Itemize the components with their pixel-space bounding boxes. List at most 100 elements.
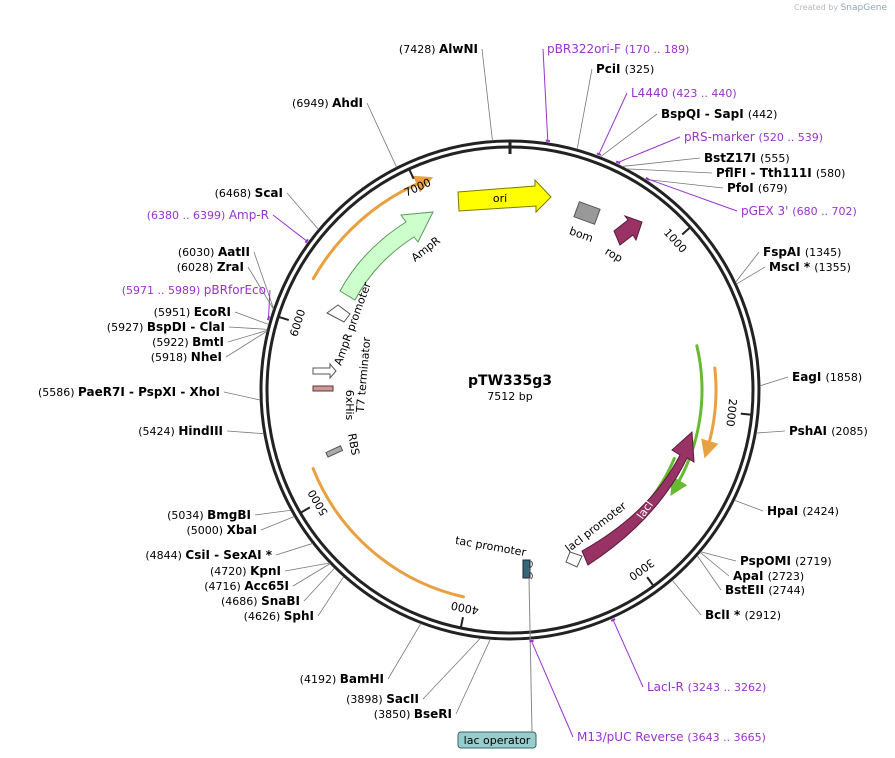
enzyme-ecori[interactable]: (5951) EcoRI	[154, 305, 231, 319]
feature-bom[interactable]	[573, 201, 601, 225]
primer-amp-r[interactable]: (6380 .. 6399) Amp-R	[147, 208, 269, 222]
enzyme-pflfi-tth111i[interactable]: PflFI - Tth111I (580)	[716, 166, 845, 180]
leader-pfoi	[644, 178, 724, 189]
enzyme-coord: (6028)	[177, 261, 217, 274]
primer-laci-r[interactable]: LacI-R (3243 .. 3262)	[647, 680, 766, 694]
feature-ampr-promoter[interactable]	[326, 304, 351, 323]
enzyme-bseri[interactable]: (3850) BseRI	[374, 707, 452, 721]
enzyme-sacii[interactable]: (3898) SacII	[346, 692, 419, 706]
enzyme-pspomi[interactable]: PspOMI (2719)	[740, 554, 832, 568]
feature-tac-promoter-label: tac promoter	[454, 534, 527, 559]
enzyme-nhei[interactable]: (5918) NheI	[151, 350, 222, 364]
leader-kpni	[284, 562, 330, 572]
enzyme-coord: (580)	[816, 167, 846, 180]
enzyme-zrai[interactable]: (6028) ZraI	[177, 260, 244, 274]
tick-label-7000: 7000	[402, 176, 433, 199]
tick-mark-5000	[299, 506, 311, 515]
orf-arc-lower-left	[311, 467, 466, 599]
enzyme-bspdi-clai[interactable]: (5927) BspDI - ClaI	[107, 320, 225, 334]
feature-laci-arrow[interactable]	[581, 430, 695, 566]
enzyme-scai[interactable]: (6468) ScaI	[215, 186, 283, 200]
primer-m13-puc-reverse[interactable]: M13/pUC Reverse (3643 .. 3665)	[577, 730, 766, 744]
enzyme-coord: (325)	[625, 63, 655, 76]
feature-rbs[interactable]	[325, 445, 344, 458]
enzyme-coord: (4720)	[210, 565, 250, 578]
enzyme-name: BseRI	[414, 707, 452, 721]
feature-laci-promoter[interactable]	[565, 551, 583, 568]
primer-prs-marker[interactable]: pRS-marker (520 .. 539)	[684, 130, 823, 144]
primer-pbrforeco[interactable]: (5971 .. 5989) pBRforEco	[122, 283, 266, 297]
feature-6xhis[interactable]	[312, 385, 334, 392]
tick-mark-1000	[681, 225, 692, 236]
leader-bcli	[671, 579, 702, 616]
orf-arc-right-green	[670, 344, 704, 496]
feature-rop[interactable]	[613, 214, 643, 246]
primer-name: pBRforEco	[204, 283, 266, 297]
feature-t7-terminator[interactable]	[312, 362, 337, 380]
tick-mark-6000	[277, 315, 290, 322]
enzyme-coord: (442)	[748, 108, 778, 121]
enzyme-coord: (4626)	[244, 610, 284, 623]
feature-lac-operator-box[interactable]	[457, 731, 537, 749]
feature-ampr-arrow[interactable]	[339, 211, 434, 301]
enzyme-coord: (5927)	[107, 321, 147, 334]
primer-name: pGEX 3'	[741, 204, 792, 218]
enzyme-ahdi[interactable]: (6949) AhdI	[292, 96, 363, 110]
primer-range: (423 .. 440)	[672, 87, 737, 100]
enzyme-sphi[interactable]: (4626) SphI	[244, 609, 314, 623]
enzyme-bmgbi[interactable]: (5034) BmgBI	[167, 508, 251, 522]
enzyme-kpni[interactable]: (4720) KpnI	[210, 564, 281, 578]
enzyme-coord: (5000)	[187, 524, 227, 537]
enzyme-bspqi-sapi[interactable]: BspQI - SapI (442)	[661, 107, 777, 121]
enzyme-coord: (4192)	[300, 673, 340, 686]
enzyme-aatii[interactable]: (6030) AatII	[178, 245, 250, 259]
enzyme-name: HindIII	[178, 424, 223, 438]
primer-range: (520 .. 539)	[759, 131, 824, 144]
enzyme-pcii[interactable]: PciI (325)	[596, 62, 654, 76]
leader-xbai	[260, 516, 295, 531]
enzyme-bamhi[interactable]: (4192) BamHI	[300, 672, 384, 686]
primer-leader-l4440	[598, 92, 628, 155]
enzyme-hindiii[interactable]: (5424) HindIII	[138, 424, 223, 438]
enzyme-xbai[interactable]: (5000) XbaI	[187, 523, 257, 537]
leader-bsteii	[696, 555, 722, 591]
enzyme-pfoi[interactable]: PfoI (679)	[727, 181, 788, 195]
enzyme-fspai[interactable]: FspAI (1345)	[763, 245, 841, 259]
enzyme-name: AhdI	[332, 96, 363, 110]
leader-ahdi	[366, 102, 397, 168]
enzyme-bsteii[interactable]: BstEII (2744)	[725, 583, 805, 597]
enzyme-coord: (2912)	[744, 609, 781, 622]
primer-leader-m13-puc-reverse	[531, 640, 574, 738]
primer-pbr322ori-f[interactable]: pBR322ori-F (170 .. 189)	[547, 42, 689, 56]
enzyme-bstz17i[interactable]: BstZ17I (555)	[704, 151, 790, 165]
enzyme-coord: (5424)	[138, 425, 178, 438]
enzyme-coord: (3898)	[346, 693, 386, 706]
enzyme-paer7i-pspxi-xhoi[interactable]: (5586) PaeR7I - PspXI - XhoI	[38, 385, 220, 399]
enzyme-name: CsiI - SexAI *	[185, 548, 272, 562]
enzyme-apai[interactable]: ApaI (2723)	[733, 569, 804, 583]
primer-mark-prs-marker	[615, 160, 621, 165]
enzyme-bmti[interactable]: (5922) BmtI	[152, 335, 224, 349]
enzyme-pshai[interactable]: PshAI (2085)	[789, 424, 868, 438]
primer-pgex-3[interactable]: pGEX 3' (680 .. 702)	[741, 204, 857, 218]
primer-name: LacI-R	[647, 680, 688, 694]
feature-lac-operator-mark[interactable]	[522, 559, 531, 579]
primer-l4440[interactable]: L4440 (423 .. 440)	[631, 86, 737, 100]
feature-ori-arrow[interactable]	[457, 178, 552, 214]
leader-acc65i	[292, 563, 331, 587]
label-layer: (7428) AlwNI PciI (325) BspQI - SapI (442)…	[38, 42, 868, 744]
leader-alwni	[481, 48, 493, 141]
leader-hindiii	[226, 430, 264, 435]
enzyme-alwni[interactable]: (7428) AlwNI	[399, 42, 478, 56]
leader-bspdi-clai	[228, 326, 268, 330]
tick-mark-3000	[646, 576, 656, 588]
leader-scai	[286, 192, 319, 230]
enzyme-acc65i[interactable]: (4716) Acc65I	[204, 579, 289, 593]
enzyme-msci[interactable]: MscI * (1355)	[769, 260, 851, 274]
enzyme-coord: (2085)	[831, 425, 868, 438]
enzyme-eagi[interactable]: EagI (1858)	[792, 370, 862, 384]
enzyme-hpai[interactable]: HpaI (2424)	[767, 504, 839, 518]
enzyme-csii-sexai[interactable]: (4844) CsiI - SexAI *	[145, 548, 272, 562]
enzyme-bcli[interactable]: BclI * (2912)	[705, 608, 781, 622]
enzyme-snabi[interactable]: (4686) SnaBI	[221, 594, 300, 608]
